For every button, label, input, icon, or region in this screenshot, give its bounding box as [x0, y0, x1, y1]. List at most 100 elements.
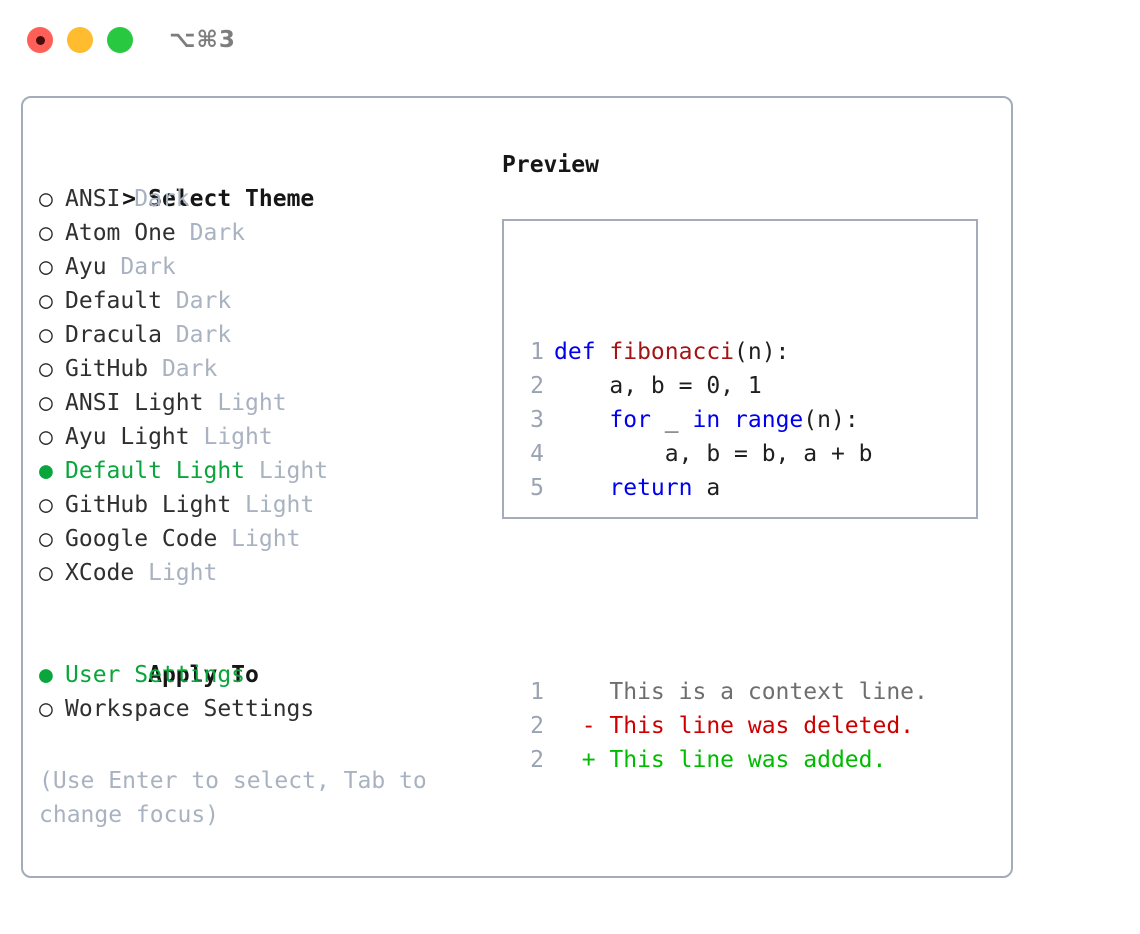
diff-line-text: This is a context line. [595, 679, 928, 705]
radio-unselected-icon: ○ [39, 322, 53, 348]
theme-variant-tag: Light [134, 560, 218, 586]
radio-selected-icon: ● [39, 662, 53, 688]
code-token-kw: def [554, 339, 610, 365]
code-blank-line [520, 573, 928, 607]
theme-option-github[interactable]: ○GitHub Dark [39, 352, 479, 386]
code-line-number: 2 [530, 373, 544, 399]
theme-option-label: Atom One [65, 220, 176, 246]
radio-unselected-icon: ○ [39, 254, 53, 280]
diff-marker [554, 679, 596, 705]
code-token-pl [554, 475, 609, 501]
code-line: 4 a, b = b, a + b [520, 437, 928, 471]
code-token-pl: (n): [803, 407, 859, 433]
theme-option-ayu-light[interactable]: ○Ayu Light Light [39, 420, 479, 454]
code-token-pl [720, 407, 734, 433]
code-line-text: a, b = 0, 1 [554, 373, 761, 399]
code-line: 3 for _ in range(n): [520, 403, 928, 437]
code-token-pl: a, b = b, a + b [554, 441, 873, 467]
code-token-pl: _ [650, 407, 693, 433]
apply-to-heading: Apply To [39, 624, 479, 688]
theme-option-list: ○ ANSI Dark ○ Atom One Dark ○ Ayu Dark ○ Defaul… [39, 182, 479, 590]
theme-option-label: GitHub [65, 356, 149, 382]
theme-option-atom-one[interactable]: ○ Atom One Dark [39, 216, 479, 250]
radio-unselected-icon: ○ [39, 220, 53, 246]
radio-unselected-icon: ○ [39, 356, 53, 382]
theme-option-label: Ayu Light [65, 424, 190, 450]
theme-list-column: > Select Theme ○ANSI Dark○Atom One Dark○… [39, 148, 479, 726]
theme-option-label: XCode [65, 560, 135, 586]
theme-option-label: ANSI [65, 186, 121, 212]
apply-to-option-user-settings[interactable]: ●User Settings [39, 658, 479, 692]
theme-option-label: Ayu [65, 254, 107, 280]
diff-line-content: This is a context line. [554, 679, 928, 705]
apply-to-option-list: ●User Settings○Workspace Settings [39, 658, 479, 726]
radio-unselected-icon: ○ [39, 186, 53, 212]
diff-line-text: This line was added. [595, 747, 887, 773]
theme-option-dracula[interactable]: ○ Dracula Dark [39, 318, 479, 352]
code-line-text: return a [554, 475, 720, 501]
section-spacer [39, 590, 479, 624]
minimize-button[interactable] [67, 27, 93, 53]
code-token-pl: (n): [734, 339, 790, 365]
maximize-button[interactable] [107, 27, 133, 53]
theme-variant-tag: Dark [175, 220, 246, 246]
close-button[interactable] [27, 27, 53, 53]
theme-variant-tag: Light [189, 424, 273, 450]
theme-option-default[interactable]: ○ Default Dark [39, 284, 479, 318]
focus-caret-icon: > [122, 186, 150, 212]
window-shortcut-label: ⌥⌘3 [169, 27, 236, 53]
code-token-kw: range [734, 407, 804, 433]
diff-line-content: - This line was deleted. [554, 713, 914, 739]
theme-list-heading-label: Select Theme [148, 186, 315, 212]
code-line-number: 4 [530, 441, 544, 467]
preview-title-label: Preview [502, 152, 599, 178]
radio-unselected-icon: ○ [39, 288, 53, 314]
diff-line-number: 2 [530, 713, 544, 739]
window-titlebar: ⌥⌘3 [0, 0, 1140, 80]
diff-sample-lines: 1 This is a context line. 2 - This line w… [520, 675, 928, 777]
theme-option-label: Default [65, 288, 162, 314]
apply-to-heading-label: Apply To [148, 662, 259, 688]
code-line-number: 1 [530, 339, 544, 365]
theme-option-default-light[interactable]: ● Default Light Light [39, 454, 479, 488]
diff-line-number: 2 [530, 747, 544, 773]
radio-selected-icon: ● [39, 458, 53, 484]
record-indicator-icon [35, 35, 45, 45]
theme-option-ansi[interactable]: ○ANSI Dark [39, 182, 479, 216]
radio-unselected-icon: ○ [39, 390, 53, 416]
radio-unselected-icon: ○ [39, 492, 53, 518]
theme-option-ansi-light[interactable]: ○ANSI Light Light [39, 386, 479, 420]
diff-marker: + [554, 747, 596, 773]
code-line: 1 def fibonacci(n): [520, 335, 928, 369]
theme-option-label: Dracula [65, 322, 162, 348]
code-token-kw: return [609, 475, 693, 501]
code-line-number: 3 [530, 407, 544, 433]
code-token-pl: a [692, 475, 721, 501]
code-line-text: def fibonacci(n): [554, 339, 789, 365]
radio-unselected-icon: ○ [39, 560, 53, 586]
theme-variant-tag: Light [245, 458, 329, 484]
theme-option-ayu[interactable]: ○Ayu Dark [39, 250, 479, 284]
theme-variant-tag: Dark [161, 322, 232, 348]
apply-to-option-workspace-settings[interactable]: ○Workspace Settings [39, 692, 479, 726]
theme-option-label: Google Code [65, 526, 218, 552]
theme-variant-tag: Light [217, 526, 301, 552]
theme-option-label: Default Light [65, 458, 246, 484]
code-line-number: 5 [530, 475, 544, 501]
theme-variant-tag: Dark [161, 288, 232, 314]
code-token-kw: in [692, 407, 721, 433]
theme-option-xcode[interactable]: ○ XCode Light [39, 556, 479, 590]
theme-option-label: GitHub Light [65, 492, 232, 518]
diff-line-number: 1 [530, 679, 544, 705]
window-controls [27, 27, 133, 53]
theme-option-google-code[interactable]: ○ Google Code Light [39, 522, 479, 556]
code-line: 2 a, b = 0, 1 [520, 369, 928, 403]
radio-unselected-icon: ○ [39, 526, 53, 552]
code-token-fn: fibonacci [609, 339, 735, 365]
radio-unselected-icon: ○ [39, 696, 53, 722]
code-line-text: a, b = b, a + b [554, 441, 873, 467]
theme-option-github-light[interactable]: ○GitHub Light Light [39, 488, 479, 522]
code-token-pl [554, 407, 609, 433]
